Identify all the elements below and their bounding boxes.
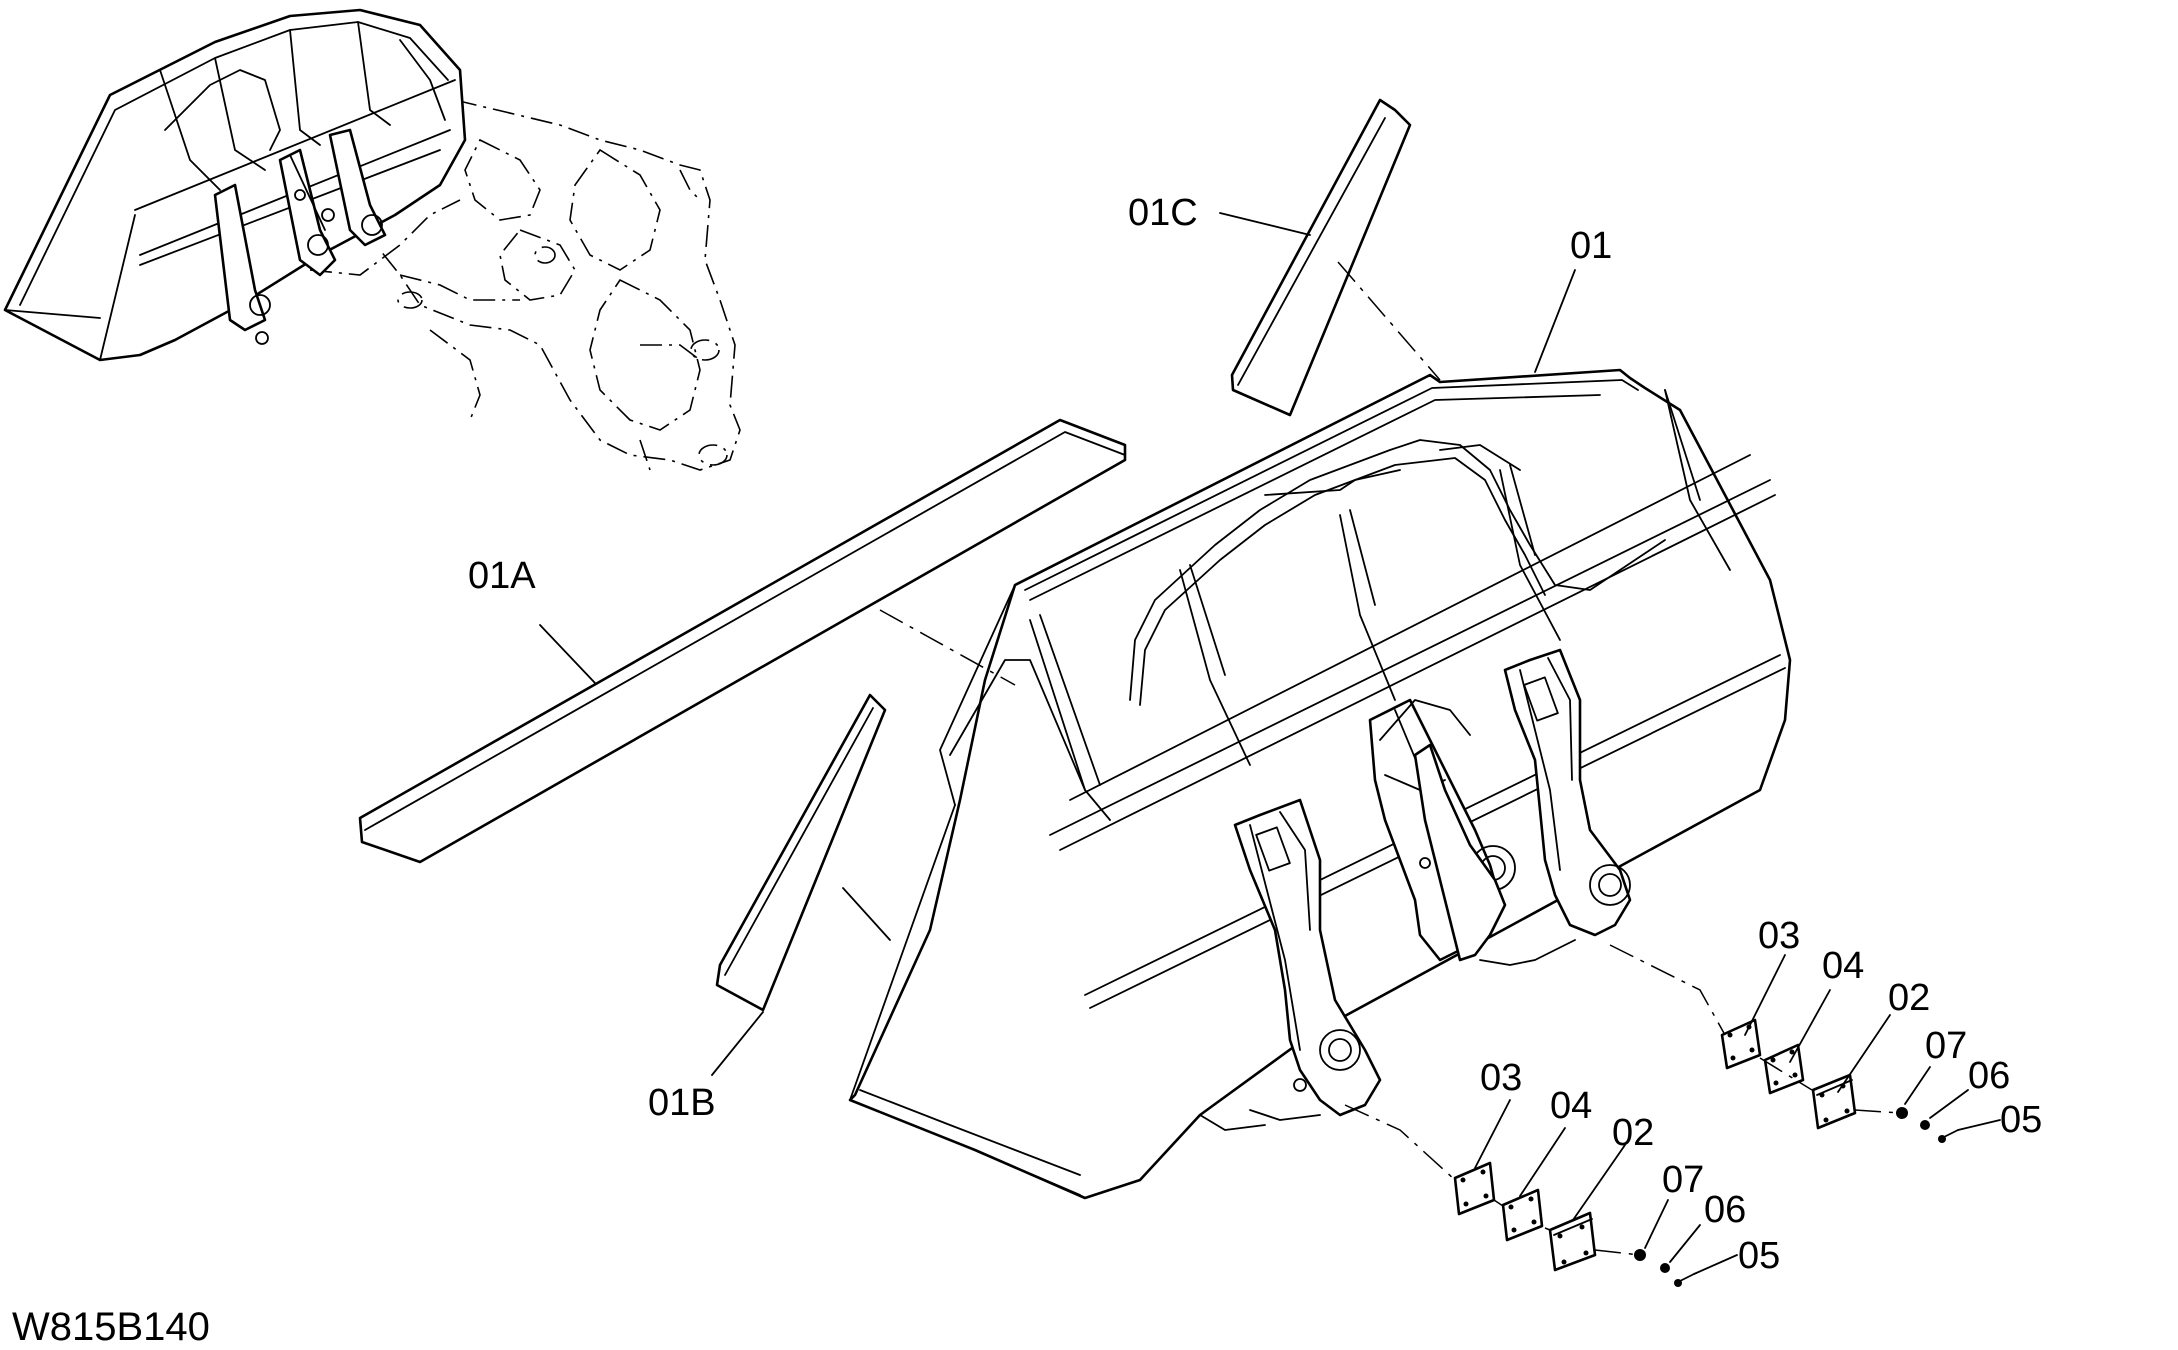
- hardware-set-lower: [1453, 1161, 1695, 1287]
- leader-lines: [539, 212, 2001, 1275]
- callout-labels: 01 01A 01B 01C 03 04 02 07 06 05 03 04 0…: [468, 192, 2042, 1277]
- callout-03-upper: 03: [1758, 915, 1800, 957]
- drawing-id: W815B140: [12, 1305, 210, 1349]
- callout-01A: 01A: [468, 555, 536, 597]
- loader-frame-outline: [309, 99, 741, 471]
- part-01B-side-cutter: [715, 693, 887, 1012]
- callout-05-lower: 05: [1738, 1235, 1780, 1277]
- callout-05-upper: 05: [2000, 1099, 2042, 1141]
- callout-02-lower: 02: [1612, 1112, 1654, 1154]
- center-lines: [879, 261, 1901, 1256]
- callout-04-lower: 04: [1550, 1085, 1592, 1127]
- inset-bucket: [3, 8, 467, 362]
- callout-01C: 01C: [1128, 192, 1198, 234]
- callout-07-lower: 07: [1662, 1159, 1704, 1201]
- callout-01: 01: [1570, 225, 1612, 267]
- hinge-brackets: [1199, 648, 1632, 1131]
- callout-04-upper: 04: [1822, 945, 1864, 987]
- bucket-assembly: [848, 368, 1792, 1200]
- callout-06-upper: 06: [1968, 1055, 2010, 1097]
- callout-01B: 01B: [648, 1082, 716, 1124]
- callout-03-lower: 03: [1480, 1057, 1522, 1099]
- hardware-set-upper: [1720, 1018, 1959, 1143]
- callout-07-upper: 07: [1925, 1025, 1967, 1067]
- callout-02-upper: 02: [1888, 977, 1930, 1019]
- overview-inset: [3, 8, 741, 471]
- part-01C-side-cutter: [1230, 98, 1412, 417]
- callout-06-lower: 06: [1704, 1189, 1746, 1231]
- part-01A-cutting-edge: [358, 418, 1127, 864]
